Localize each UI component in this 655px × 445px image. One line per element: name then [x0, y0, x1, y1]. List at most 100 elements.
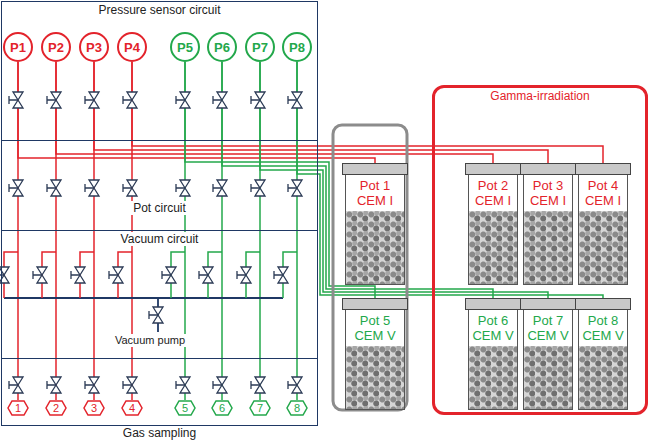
gas-line	[94, 62, 548, 165]
pressure-sensor: P2	[41, 32, 71, 62]
vacuum-branch	[42, 252, 56, 298]
valve-handle	[251, 184, 260, 192]
valve-handle	[176, 381, 185, 389]
valve-handle	[149, 311, 158, 319]
valve-handle	[9, 184, 18, 192]
sampling-port: 8	[286, 400, 308, 416]
valve-handle	[288, 381, 297, 389]
cement-type: CEM I	[585, 193, 621, 208]
pot-name: Pot 2	[478, 178, 508, 193]
valve-handle	[85, 96, 94, 104]
cement-type: CEM V	[582, 328, 623, 343]
valve-handle	[176, 96, 185, 104]
sampling-port: 6	[211, 400, 233, 416]
sampling-port: 3	[83, 400, 105, 416]
valve-handle	[213, 184, 222, 192]
sampling-port: 5	[174, 400, 196, 416]
valve-handle	[213, 96, 222, 104]
port-number: 3	[91, 402, 97, 414]
vacuum-branch	[118, 252, 132, 298]
sensor-label: P6	[214, 40, 230, 55]
valve-handle	[85, 381, 94, 389]
cement-type: CEM I	[530, 193, 566, 208]
valve-handle	[85, 184, 94, 192]
sensor-label: P5	[177, 40, 193, 55]
valve-handle	[71, 271, 80, 279]
sampling-port: 7	[249, 400, 271, 416]
valve-handle	[251, 96, 260, 104]
circuit-band: Pot circuit	[1, 140, 318, 231]
sensor-label: P2	[48, 40, 64, 55]
pressure-sensor: P5	[170, 32, 200, 62]
pressure-sensor: P6	[207, 32, 237, 62]
valve-handle	[47, 96, 56, 104]
cement-pot: Pot 5CEM V	[345, 300, 405, 410]
pressure-sensor: P7	[245, 32, 275, 62]
cement-type: CEM I	[475, 193, 511, 208]
valve-handle	[288, 96, 297, 104]
zone-title: Gamma-irradiation	[487, 89, 592, 103]
pot-name: Pot 3	[533, 178, 563, 193]
valve-handle	[9, 381, 18, 389]
pot-name: Pot 4	[588, 178, 618, 193]
sampling-port: 2	[45, 400, 67, 416]
vacuum-branch	[80, 252, 94, 298]
valve-handle	[47, 381, 56, 389]
circuit-band: Pressure sensor circuitP1 P2 P3 P4 P5 P6 P7 P8	[1, 1, 318, 141]
port-number: 1	[15, 402, 21, 414]
vacuum-manifold	[4, 297, 283, 299]
cement-type: CEM I	[357, 193, 393, 208]
valve-handle	[237, 271, 246, 279]
concrete-texture	[524, 211, 572, 284]
band-title: Pressure sensor circuit	[95, 3, 223, 17]
pressure-sensor: P8	[282, 32, 312, 62]
vacuum-branch	[246, 252, 260, 298]
pot-lid	[342, 163, 408, 175]
valve-handle	[251, 381, 260, 389]
valve-handle	[33, 271, 42, 279]
concrete-texture	[346, 211, 404, 284]
vacuum-branch	[283, 252, 297, 298]
pot-name: Pot 7	[533, 313, 563, 328]
pressure-sensor: P3	[79, 32, 109, 62]
valve-handle	[288, 184, 297, 192]
sensor-label: P1	[10, 40, 26, 55]
pot-lid	[575, 298, 631, 310]
pot-name: Pot 8	[588, 313, 618, 328]
cement-pot: Pot 2CEM I	[468, 165, 518, 285]
valve-handle	[199, 271, 208, 279]
cement-type: CEM V	[472, 328, 513, 343]
cement-pot: Pot 8CEM V	[578, 300, 628, 410]
sensor-label: P7	[252, 40, 268, 55]
valve-handle	[162, 271, 171, 279]
pressure-sensor: P4	[117, 32, 147, 62]
pot-name: Pot 5	[360, 313, 390, 328]
vacuum-branch	[208, 252, 222, 298]
vacuum-branch	[4, 252, 18, 298]
valve-handle	[109, 271, 118, 279]
pot-lid	[465, 163, 521, 175]
gas-line	[132, 62, 603, 165]
concrete-texture	[524, 346, 572, 409]
concrete-texture	[579, 346, 627, 409]
concrete-texture	[469, 346, 517, 409]
valve-handle	[176, 184, 185, 192]
sensor-label: P4	[124, 40, 140, 55]
sampling-port: 1	[7, 400, 29, 416]
valve-handle	[9, 96, 18, 104]
cement-pot: Pot 6CEM V	[468, 300, 518, 410]
valve-handle	[123, 96, 132, 104]
cement-type: CEM V	[354, 328, 395, 343]
port-number: 8	[294, 402, 300, 414]
valve-handle	[274, 271, 283, 279]
component-label: Vacuum pump	[113, 334, 187, 347]
band-title: Gas sampling	[120, 426, 199, 440]
cement-pot: Pot 3CEM I	[523, 165, 573, 285]
pot-lid	[520, 298, 576, 310]
pot-lid	[465, 298, 521, 310]
pressure-sensor: P1	[3, 32, 33, 62]
gas-line	[297, 62, 603, 300]
valve-handle	[213, 381, 222, 389]
reference-enclosure	[333, 125, 407, 410]
concrete-texture	[579, 211, 627, 284]
